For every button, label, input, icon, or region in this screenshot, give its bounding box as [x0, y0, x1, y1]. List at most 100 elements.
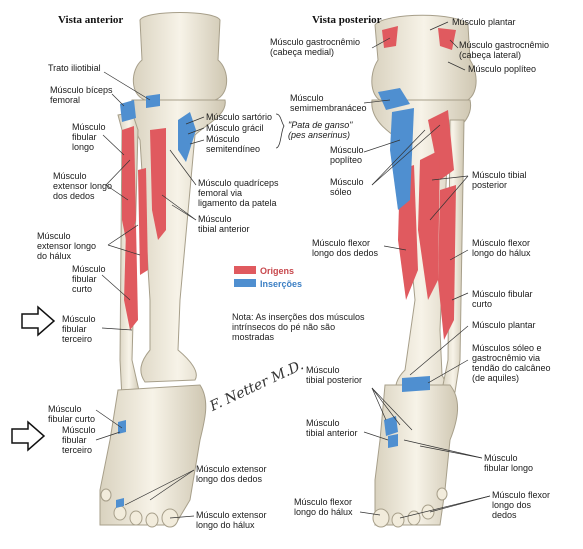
- leader-line: [371, 37, 391, 49]
- leader-line: [107, 224, 139, 246]
- label-fibular-curto: Músculo fibular curto: [72, 264, 106, 294]
- leader-line: [363, 431, 389, 441]
- tibialis-anterior-origin: [150, 128, 166, 240]
- leader-line: [107, 244, 141, 256]
- leader-line: [185, 116, 205, 125]
- leader-line: [363, 99, 391, 104]
- label-flexor-longo-halux: Músculo flexor longo do hálux: [472, 238, 531, 258]
- flexor-hallucis-origin: [438, 185, 456, 340]
- label-fibular-terceiro-pe: Músculo fibular terceiro: [62, 425, 96, 455]
- leader-line: [363, 139, 401, 153]
- leader-line: [403, 439, 483, 459]
- toe-3-posterior: [407, 510, 421, 526]
- leader-line: [111, 93, 125, 107]
- label-plantar: Músculo plantar: [472, 320, 536, 330]
- soleus-origin: [428, 110, 454, 180]
- leader-line: [189, 139, 205, 145]
- label-gastrocnemio-lateral: Músculo gastrocnêmio (cabeça lateral): [459, 40, 550, 60]
- anterior-bones: [99, 12, 228, 526]
- leader-line: [124, 469, 195, 506]
- label-plantar-top: Músculo plantar: [452, 17, 516, 27]
- label-quadriceps-femoral: Músculo quadríceps femoral via ligamento…: [198, 178, 279, 208]
- biceps-insertion: [120, 100, 136, 122]
- toe-4-anterior: [113, 505, 127, 521]
- leader-line: [169, 149, 197, 186]
- tibialis-posterior-insertion-foot: [384, 416, 398, 436]
- label-fibular-curto-pe: Músculo fibular curto: [48, 404, 96, 424]
- leader-line: [105, 184, 129, 201]
- legend-insertions-swatch: [234, 279, 256, 287]
- label-extensor-halux-pe: Músculo extensor longo do hálux: [196, 510, 267, 530]
- leader-line: [371, 387, 387, 421]
- tibialis-anterior-insertion-foot: [388, 434, 398, 448]
- semimembranosus-insertion: [378, 88, 410, 110]
- label-extensor-longo-dedos: Músculo extensor longo dos dedos: [53, 171, 113, 201]
- label-fibular-longo-pe: Músculo fibular longo: [484, 453, 534, 473]
- toe-2-anterior: [145, 512, 159, 528]
- achilles-insertion: [402, 376, 430, 392]
- leader-line: [383, 245, 407, 251]
- label-tibial-posterior: Músculo tibial posterior: [472, 170, 527, 190]
- foot-posterior: [374, 384, 458, 526]
- fibularis-tertius-insertion-foot: [118, 420, 126, 434]
- anterior-view-title: Vista anterior: [58, 14, 124, 26]
- arrow-icon: [11, 420, 46, 452]
- leader-line: [149, 469, 195, 501]
- legend-insertions-label: Inserções: [260, 279, 303, 289]
- label-gastrocnemio-medial: Músculo gastrocnêmio (cabeça medial): [270, 37, 361, 57]
- label-flexor-halux-pe: Músculo flexor longo do hálux: [294, 497, 353, 517]
- anterior-insertions: [116, 94, 196, 508]
- label-extensor-longo-halux: Músculo extensor longo do hálux: [37, 231, 97, 261]
- femur-anterior: [132, 12, 228, 101]
- toe-3-anterior: [129, 510, 143, 526]
- fibularis-longus-origin: [122, 126, 136, 250]
- leader-line: [171, 204, 197, 221]
- anterior-toes: [100, 488, 179, 528]
- label-fibular-longo: Músculo fibular longo: [72, 122, 106, 152]
- leader-line: [429, 495, 491, 513]
- extensor-hallucis-origin: [138, 168, 148, 275]
- leader-line: [449, 39, 459, 49]
- leader-line: [105, 159, 131, 186]
- gastrocnemius-lateral-origin: [438, 28, 456, 50]
- popliteus-insertion: [390, 108, 414, 210]
- iliotibial-insertion: [146, 94, 160, 108]
- note-text: Nota: As inserções dos músculos intrínse…: [232, 312, 365, 342]
- leader-lines: [95, 21, 491, 519]
- toe-5-posterior: [436, 487, 448, 501]
- label-fibular-curto-posterior: Músculo fibular curto: [472, 289, 533, 309]
- label-pata-de-ganso: "Pata de ganso" (pes anserinus): [288, 120, 353, 140]
- toe-1-posterior: [372, 508, 390, 528]
- label-gracil: Músculo grácil: [206, 123, 264, 133]
- leader-line: [169, 515, 195, 519]
- label-popliteo-top: Músculo poplíteo: [468, 64, 537, 74]
- label-semimembranaceo: Músculo semimembranáceo: [290, 93, 367, 113]
- posterior-view-title: Vista posterior: [312, 14, 382, 26]
- leader-line: [103, 71, 151, 101]
- label-soleo-gastrocnemio-calcaneo: Músculos sóleo e gastrocnêmio via tendão…: [472, 343, 551, 383]
- leader-line: [95, 431, 121, 441]
- leader-line: [102, 134, 125, 156]
- leader-line: [371, 387, 401, 426]
- arrow-icon: [21, 305, 56, 337]
- leader-line: [359, 511, 381, 516]
- leader-line: [371, 124, 441, 186]
- leader-line: [101, 327, 133, 331]
- legend-origins-swatch: [234, 266, 256, 274]
- posterior-insertions: [378, 88, 430, 448]
- gastrocnemius-medial-origin: [382, 26, 398, 48]
- leader-line: [371, 387, 413, 431]
- label-flexor-dedos-pe: Músculo flexor longo dos dedos: [492, 490, 551, 520]
- label-sartorio: Músculo sartório: [206, 112, 273, 122]
- label-fibular-terceiro: Músculo fibular terceiro: [62, 314, 96, 344]
- pes-anserinus-brace: [275, 113, 285, 149]
- label-semitendineo: Músculo semitendíneo: [206, 134, 261, 154]
- leader-line: [431, 175, 469, 181]
- label-tibial-posterior-pe: Músculo tibial posterior: [306, 365, 363, 385]
- leader-line: [409, 325, 469, 376]
- label-popliteo: Músculo poplíteo: [330, 145, 364, 165]
- legend-origins-label: Origens: [260, 266, 295, 276]
- label-flexor-longo-dedos: Músculo flexor longo dos dedos: [312, 238, 379, 258]
- posterior-toes: [372, 487, 448, 528]
